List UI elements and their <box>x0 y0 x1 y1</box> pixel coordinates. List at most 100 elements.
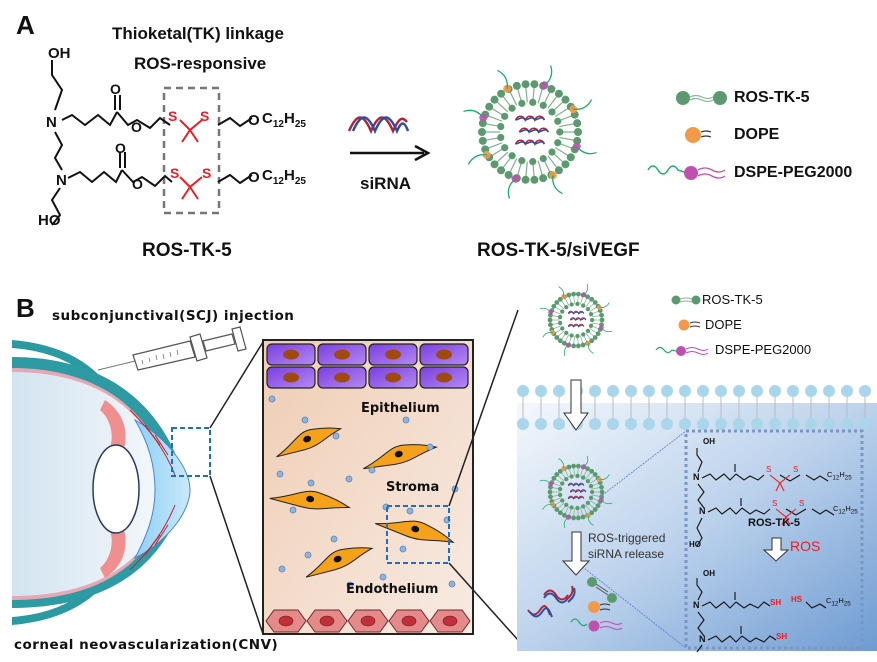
legend-b-dope: DOPE <box>705 317 742 332</box>
membrane-head-inner <box>697 418 709 430</box>
atom-ester-o-bottom: O <box>132 176 143 192</box>
sirna-strand-red <box>569 317 587 322</box>
outer-lipid-head <box>547 317 553 323</box>
outer-lipid-head <box>561 160 570 169</box>
peg-chain <box>601 327 613 333</box>
tail-c: C <box>262 167 273 184</box>
fibroblast-body <box>305 547 374 578</box>
nanoparticle-dot <box>448 580 456 588</box>
membrane-head-outer <box>589 385 601 397</box>
membrane-head-inner <box>859 418 871 430</box>
epithelium-cells <box>266 343 469 389</box>
outer-lipid-head <box>562 512 567 518</box>
inner-lipid-head <box>539 155 547 163</box>
cell-membrane <box>517 385 871 430</box>
nanoparticle-dot <box>301 416 309 424</box>
atom-oh-top: OH <box>48 45 71 62</box>
legend-b-ros-tk-5: ROS-TK-5 <box>702 292 763 307</box>
inner-lipid-head <box>575 333 580 339</box>
inner-lipid-head <box>588 484 594 489</box>
panel-a-label: A <box>16 10 35 40</box>
membrane-head-inner <box>553 418 565 430</box>
nanoparticle-dot <box>304 551 312 559</box>
inset-n-bottom: N <box>699 506 706 516</box>
epithelial-nucleus <box>283 349 299 360</box>
tail-sub-25: 25 <box>294 176 306 187</box>
peg-chain <box>587 515 594 526</box>
zoom-line-top <box>209 341 264 429</box>
outer-lipid-head <box>575 515 581 521</box>
sirna-strand-red <box>567 495 585 500</box>
sirna-strand-red <box>567 482 585 487</box>
membrane-head-inner <box>715 418 727 430</box>
epithelial-nucleus <box>436 349 452 360</box>
epithelial-nucleus <box>334 349 350 360</box>
inner-lipid-head <box>581 332 586 337</box>
inner-lipid-head <box>588 323 594 328</box>
inset-free-tail: C12H25 <box>826 596 851 608</box>
outer-lipid-head <box>547 85 556 94</box>
inner-lipid-head <box>548 108 556 116</box>
peg-chain <box>583 455 589 467</box>
nanoparticle-dot <box>268 395 276 403</box>
tail-h: H <box>283 110 295 127</box>
inset-ho-bottom: HO <box>689 540 701 549</box>
endothelial-nucleus <box>442 615 458 627</box>
stromal-fibroblast <box>305 547 374 578</box>
outer-lipid-head <box>561 95 570 104</box>
atom-s1-bottom: S <box>170 165 180 181</box>
outer-lipid-head <box>554 335 560 340</box>
peg-chain <box>558 286 565 297</box>
inner-lipid-head <box>518 99 526 107</box>
membrane-head-outer <box>769 385 781 397</box>
stromal-fibroblasts <box>269 427 455 578</box>
outer-lipid-head <box>548 494 553 500</box>
outer-lipid-head <box>557 510 563 516</box>
nanoparticle-dot <box>330 535 338 543</box>
sirna-strand-blue <box>568 311 585 314</box>
membrane-head-outer <box>715 385 727 397</box>
membrane-head-inner <box>805 418 817 430</box>
outer-lipid-head <box>551 303 557 309</box>
outer-lipid-head <box>530 80 539 89</box>
membrane-head-outer <box>823 385 835 397</box>
outer-lipid-head <box>571 343 577 349</box>
tail-sub-25: 25 <box>294 119 306 130</box>
peg-chain <box>539 479 551 485</box>
outer-lipid-head <box>557 338 563 344</box>
sirna-strand-blue <box>568 483 585 486</box>
iris-upper <box>100 400 126 456</box>
epithelial-nucleus <box>283 372 299 383</box>
sirna-strand-red <box>518 127 549 134</box>
outer-lipid-head <box>497 89 506 98</box>
inset-compound-name: ROS-TK-5 <box>748 517 800 529</box>
peg-chain <box>601 499 613 505</box>
inner-lipid-head <box>564 304 569 310</box>
outer-lipid-head <box>554 507 560 512</box>
nanoparticle-dot <box>406 507 414 515</box>
inset-oh-top: OH <box>703 437 715 446</box>
inner-lipid-head <box>581 504 586 509</box>
outer-lipid-head <box>512 81 521 90</box>
alkyl-tail-top: C12H25 <box>262 110 306 130</box>
inner-lipid-head <box>589 317 595 323</box>
inner-lipid-head <box>497 122 505 131</box>
epithelial-nucleus <box>385 372 401 383</box>
tk-linkage-title: Thioketal(TK) linkage <box>112 24 284 43</box>
inset-product-n-bottom: N <box>699 634 706 644</box>
inner-lipid-head <box>554 117 562 125</box>
dope-lipid-icon <box>685 127 712 143</box>
atom-ether-o-top: O <box>248 112 260 129</box>
inner-lipid-head <box>556 128 564 136</box>
peg-chain <box>576 146 597 155</box>
outer-lipid-head <box>571 515 577 521</box>
inset-thioketal-bonds <box>769 474 797 526</box>
inner-lipid-head <box>501 112 509 120</box>
nanoparticle-name: ROS-TK-5/siVEGF <box>477 240 640 261</box>
inner-lipid-head <box>557 314 563 320</box>
nanoparticle-dot <box>289 506 297 514</box>
inner-lipid-head <box>548 148 556 156</box>
